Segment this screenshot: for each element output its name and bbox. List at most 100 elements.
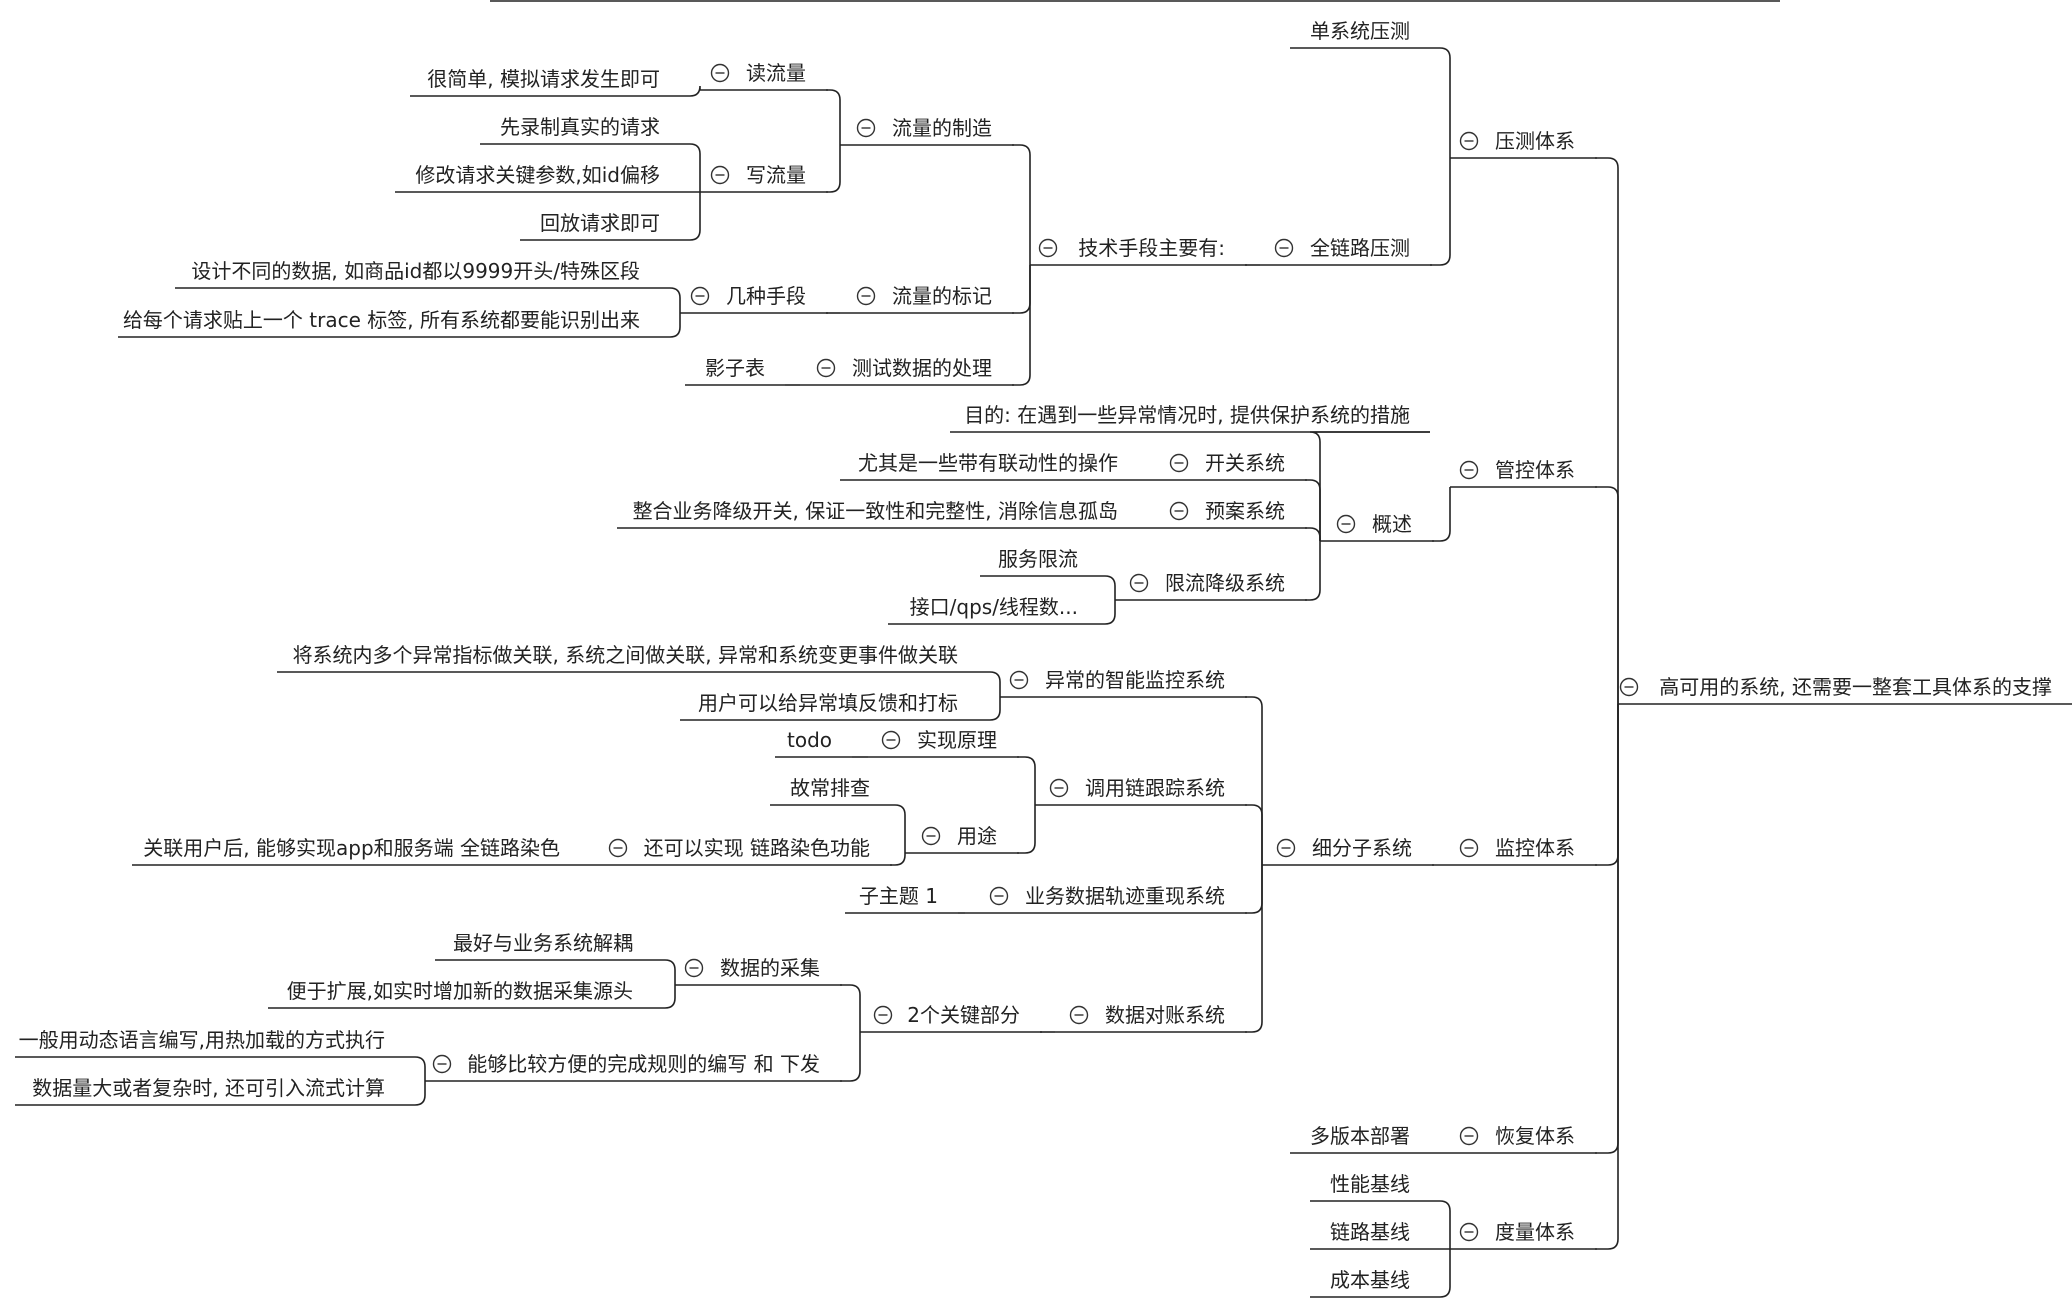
node-label: 还可以实现 链路染色功能	[644, 836, 870, 860]
mindmap-node-n-huifu[interactable]: 恢复体系	[1450, 1124, 1597, 1154]
mindmap-node-n-xie-1[interactable]: 先录制真实的请求	[480, 115, 680, 145]
collapse-toggle-icon[interactable]	[856, 286, 876, 306]
mindmap-node-n-mudi[interactable]: 目的: 在遇到一些异常情况时, 提供保护系统的措施	[950, 403, 1430, 433]
collapse-toggle-icon[interactable]	[1459, 460, 1479, 480]
mindmap-node-n-diaoyong[interactable]: 调用链跟踪系统	[1035, 776, 1247, 806]
collapse-toggle-icon[interactable]	[1459, 1126, 1479, 1146]
collapse-toggle-icon[interactable]	[710, 63, 730, 83]
mindmap-node-n-guize-2[interactable]: 数据量大或者复杂时, 还可引入流式计算	[15, 1076, 405, 1106]
mindmap-node-n-yuan[interactable]: 预案系统	[1155, 499, 1307, 529]
mindmap-node-n-duizhang[interactable]: 数据对账系统	[1055, 1003, 1247, 1033]
mindmap-node-n-xie-2[interactable]: 修改请求关键参数,如id偏移	[395, 163, 680, 193]
mindmap-node-n-xie-3[interactable]: 回放请求即可	[520, 211, 680, 241]
collapse-toggle-icon[interactable]	[1336, 514, 1356, 534]
node-label: 修改请求关键参数,如id偏移	[415, 163, 660, 187]
mindmap-node-n-liangge[interactable]: 2个关键部分	[860, 1003, 1042, 1033]
collapse-toggle-icon[interactable]	[1276, 838, 1296, 858]
connector-n-diaoyong	[1245, 804, 1263, 865]
node-label: 性能基线	[1330, 1172, 1410, 1196]
mindmap-node-n-biaoji[interactable]: 流量的标记	[840, 284, 1014, 314]
mindmap-node-n-guiji[interactable]: 业务数据轨迹重现系统	[965, 884, 1247, 914]
collapse-toggle-icon[interactable]	[1459, 131, 1479, 151]
mindmap-node-n-duliang-3[interactable]: 成本基线	[1310, 1268, 1430, 1298]
collapse-toggle-icon[interactable]	[873, 1005, 893, 1025]
node-label: 数据的采集	[720, 956, 820, 980]
collapse-toggle-icon[interactable]	[816, 358, 836, 378]
mindmap-node-n-caiji-1[interactable]: 最好与业务系统解耦	[435, 931, 653, 961]
collapse-toggle-icon[interactable]	[1069, 1005, 1089, 1025]
mindmap-node-n-huifu-1[interactable]: 多版本部署	[1290, 1124, 1430, 1154]
collapse-toggle-icon[interactable]	[1038, 238, 1058, 258]
mindmap-node-n-duliang-1[interactable]: 性能基线	[1310, 1172, 1430, 1202]
mindmap-node-n-quanlian[interactable]: 全链路压测	[1260, 236, 1432, 266]
mindmap-node-n-yuanli[interactable]: 实现原理	[868, 728, 1019, 758]
mindmap-node-n-ranse-1[interactable]: 关联用户后, 能够实现app和服务端 全链路染色	[132, 836, 580, 866]
node-label: 异常的智能监控系统	[1045, 668, 1225, 692]
mindmap-node-n-xianliu-1[interactable]: 服务限流	[980, 547, 1098, 577]
collapse-toggle-icon[interactable]	[1459, 838, 1479, 858]
collapse-toggle-icon[interactable]	[690, 286, 710, 306]
mindmap-node-n-xianliu[interactable]: 限流降级系统	[1115, 571, 1307, 601]
mindmap-node-n-caiji-2[interactable]: 便于扩展,如实时增加新的数据采集源头	[268, 979, 653, 1009]
mindmap-node-n-yuan-1[interactable]: 整合业务降级开关, 保证一致性和完整性, 消除信息孤岛	[617, 499, 1138, 529]
collapse-toggle-icon[interactable]	[921, 826, 941, 846]
collapse-toggle-icon[interactable]	[1459, 1222, 1479, 1242]
collapse-toggle-icon[interactable]	[1274, 238, 1294, 258]
mindmap-node-n-yace-single[interactable]: 单系统压测	[1290, 19, 1430, 49]
mindmap-node-n-zhineng-2[interactable]: 用户可以给异常填反馈和打标	[680, 691, 978, 721]
collapse-toggle-icon[interactable]	[1169, 501, 1189, 521]
node-label: 开关系统	[1205, 451, 1285, 475]
connector-n-xie-1	[680, 143, 701, 192]
mindmap-node-n-duliang[interactable]: 度量体系	[1450, 1220, 1597, 1250]
mindmap-node-n-ceshi[interactable]: 测试数据的处理	[800, 356, 1014, 386]
mindmap-node-n-jizhong-2[interactable]: 给每个请求贴上一个 trace 标签, 所有系统都要能识别出来	[118, 308, 660, 338]
mindmap-node-n-gaishu[interactable]: 概述	[1320, 512, 1434, 542]
mindmap-node-n-yuanli-1[interactable]: todo	[775, 728, 852, 758]
collapse-toggle-icon[interactable]	[1169, 453, 1189, 473]
mindmap-node-n-kaiguan-1[interactable]: 尤其是一些带有联动性的操作	[840, 451, 1138, 481]
mindmap-node-n-zhineng-1[interactable]: 将系统内多个异常指标做关联, 系统之间做关联, 异常和系统变更事件做关联	[277, 643, 978, 673]
mindmap-node-n-du-1[interactable]: 很简单, 模拟请求发生即可	[410, 67, 680, 97]
mindmap-node-n-jizhong[interactable]: 几种手段	[680, 284, 828, 314]
mindmap-node-n-du[interactable]: 读流量	[700, 61, 828, 91]
mindmap-node-n-liuliang-zhizao[interactable]: 流量的制造	[840, 116, 1014, 146]
mindmap-node-n-yace[interactable]: 压测体系	[1450, 129, 1597, 159]
node-label: 细分子系统	[1312, 836, 1412, 860]
collapse-toggle-icon[interactable]	[1009, 670, 1029, 690]
mindmap-node-n-jishu[interactable]: 技术手段主要有:	[1030, 236, 1247, 266]
mindmap-node-n-guize-1[interactable]: 一般用动态语言编写,用热加载的方式执行	[15, 1028, 405, 1058]
connector-n-yongtu	[1017, 805, 1036, 854]
collapse-toggle-icon[interactable]	[608, 838, 628, 858]
mindmap-node-n-xie[interactable]: 写流量	[700, 163, 828, 193]
collapse-toggle-icon[interactable]	[1129, 573, 1149, 593]
collapse-toggle-icon[interactable]	[856, 118, 876, 138]
collapse-toggle-icon[interactable]	[989, 886, 1009, 906]
collapse-toggle-icon[interactable]	[684, 958, 704, 978]
node-label: 回放请求即可	[540, 211, 660, 235]
mindmap-node-n-guize[interactable]: 能够比较方便的完成规则的编写 和 下发	[425, 1052, 842, 1082]
collapse-toggle-icon[interactable]	[432, 1054, 452, 1074]
connector-n-xianliu	[1305, 541, 1321, 601]
mindmap-node-n-ceshi-1[interactable]: 影子表	[685, 356, 785, 386]
mindmap-node-n-duliang-2[interactable]: 链路基线	[1310, 1220, 1430, 1250]
collapse-toggle-icon[interactable]	[710, 165, 730, 185]
node-label: 子主题 1	[859, 884, 938, 908]
mindmap-node-n-caiji[interactable]: 数据的采集	[675, 956, 842, 986]
connector-n-yuanli	[1017, 756, 1036, 805]
mindmap-node-n-xifen[interactable]: 细分子系统	[1262, 836, 1434, 866]
collapse-toggle-icon[interactable]	[881, 730, 901, 750]
mindmap-node-n-ranse[interactable]: 还可以实现 链路染色功能	[608, 836, 893, 866]
mindmap-node-n-yongtu-1[interactable]: 故常排查	[770, 776, 890, 806]
collapse-toggle-icon[interactable]	[1049, 778, 1069, 798]
mindmap-node-n-zhineng[interactable]: 异常的智能监控系统	[1000, 668, 1247, 698]
mindmap-node-root[interactable]: 高可用的系统, 还需要一整套工具体系的支撑	[1618, 675, 2072, 705]
mindmap-node-n-xianliu-2[interactable]: 接口/qps/线程数...	[888, 595, 1098, 625]
mindmap-node-n-jiankong[interactable]: 监控体系	[1450, 836, 1597, 866]
node-label: 先录制真实的请求	[500, 115, 660, 139]
mindmap-node-n-guankong[interactable]: 管控体系	[1450, 458, 1597, 488]
collapse-toggle-icon[interactable]	[1619, 677, 1639, 697]
mindmap-node-n-kaiguan[interactable]: 开关系统	[1155, 451, 1307, 481]
mindmap-node-n-yongtu[interactable]: 用途	[905, 824, 1019, 854]
mindmap-node-n-jizhong-1[interactable]: 设计不同的数据, 如商品id都以9999开头/特殊区段	[175, 259, 660, 289]
mindmap-node-n-guiji-1[interactable]: 子主题 1	[845, 884, 958, 914]
